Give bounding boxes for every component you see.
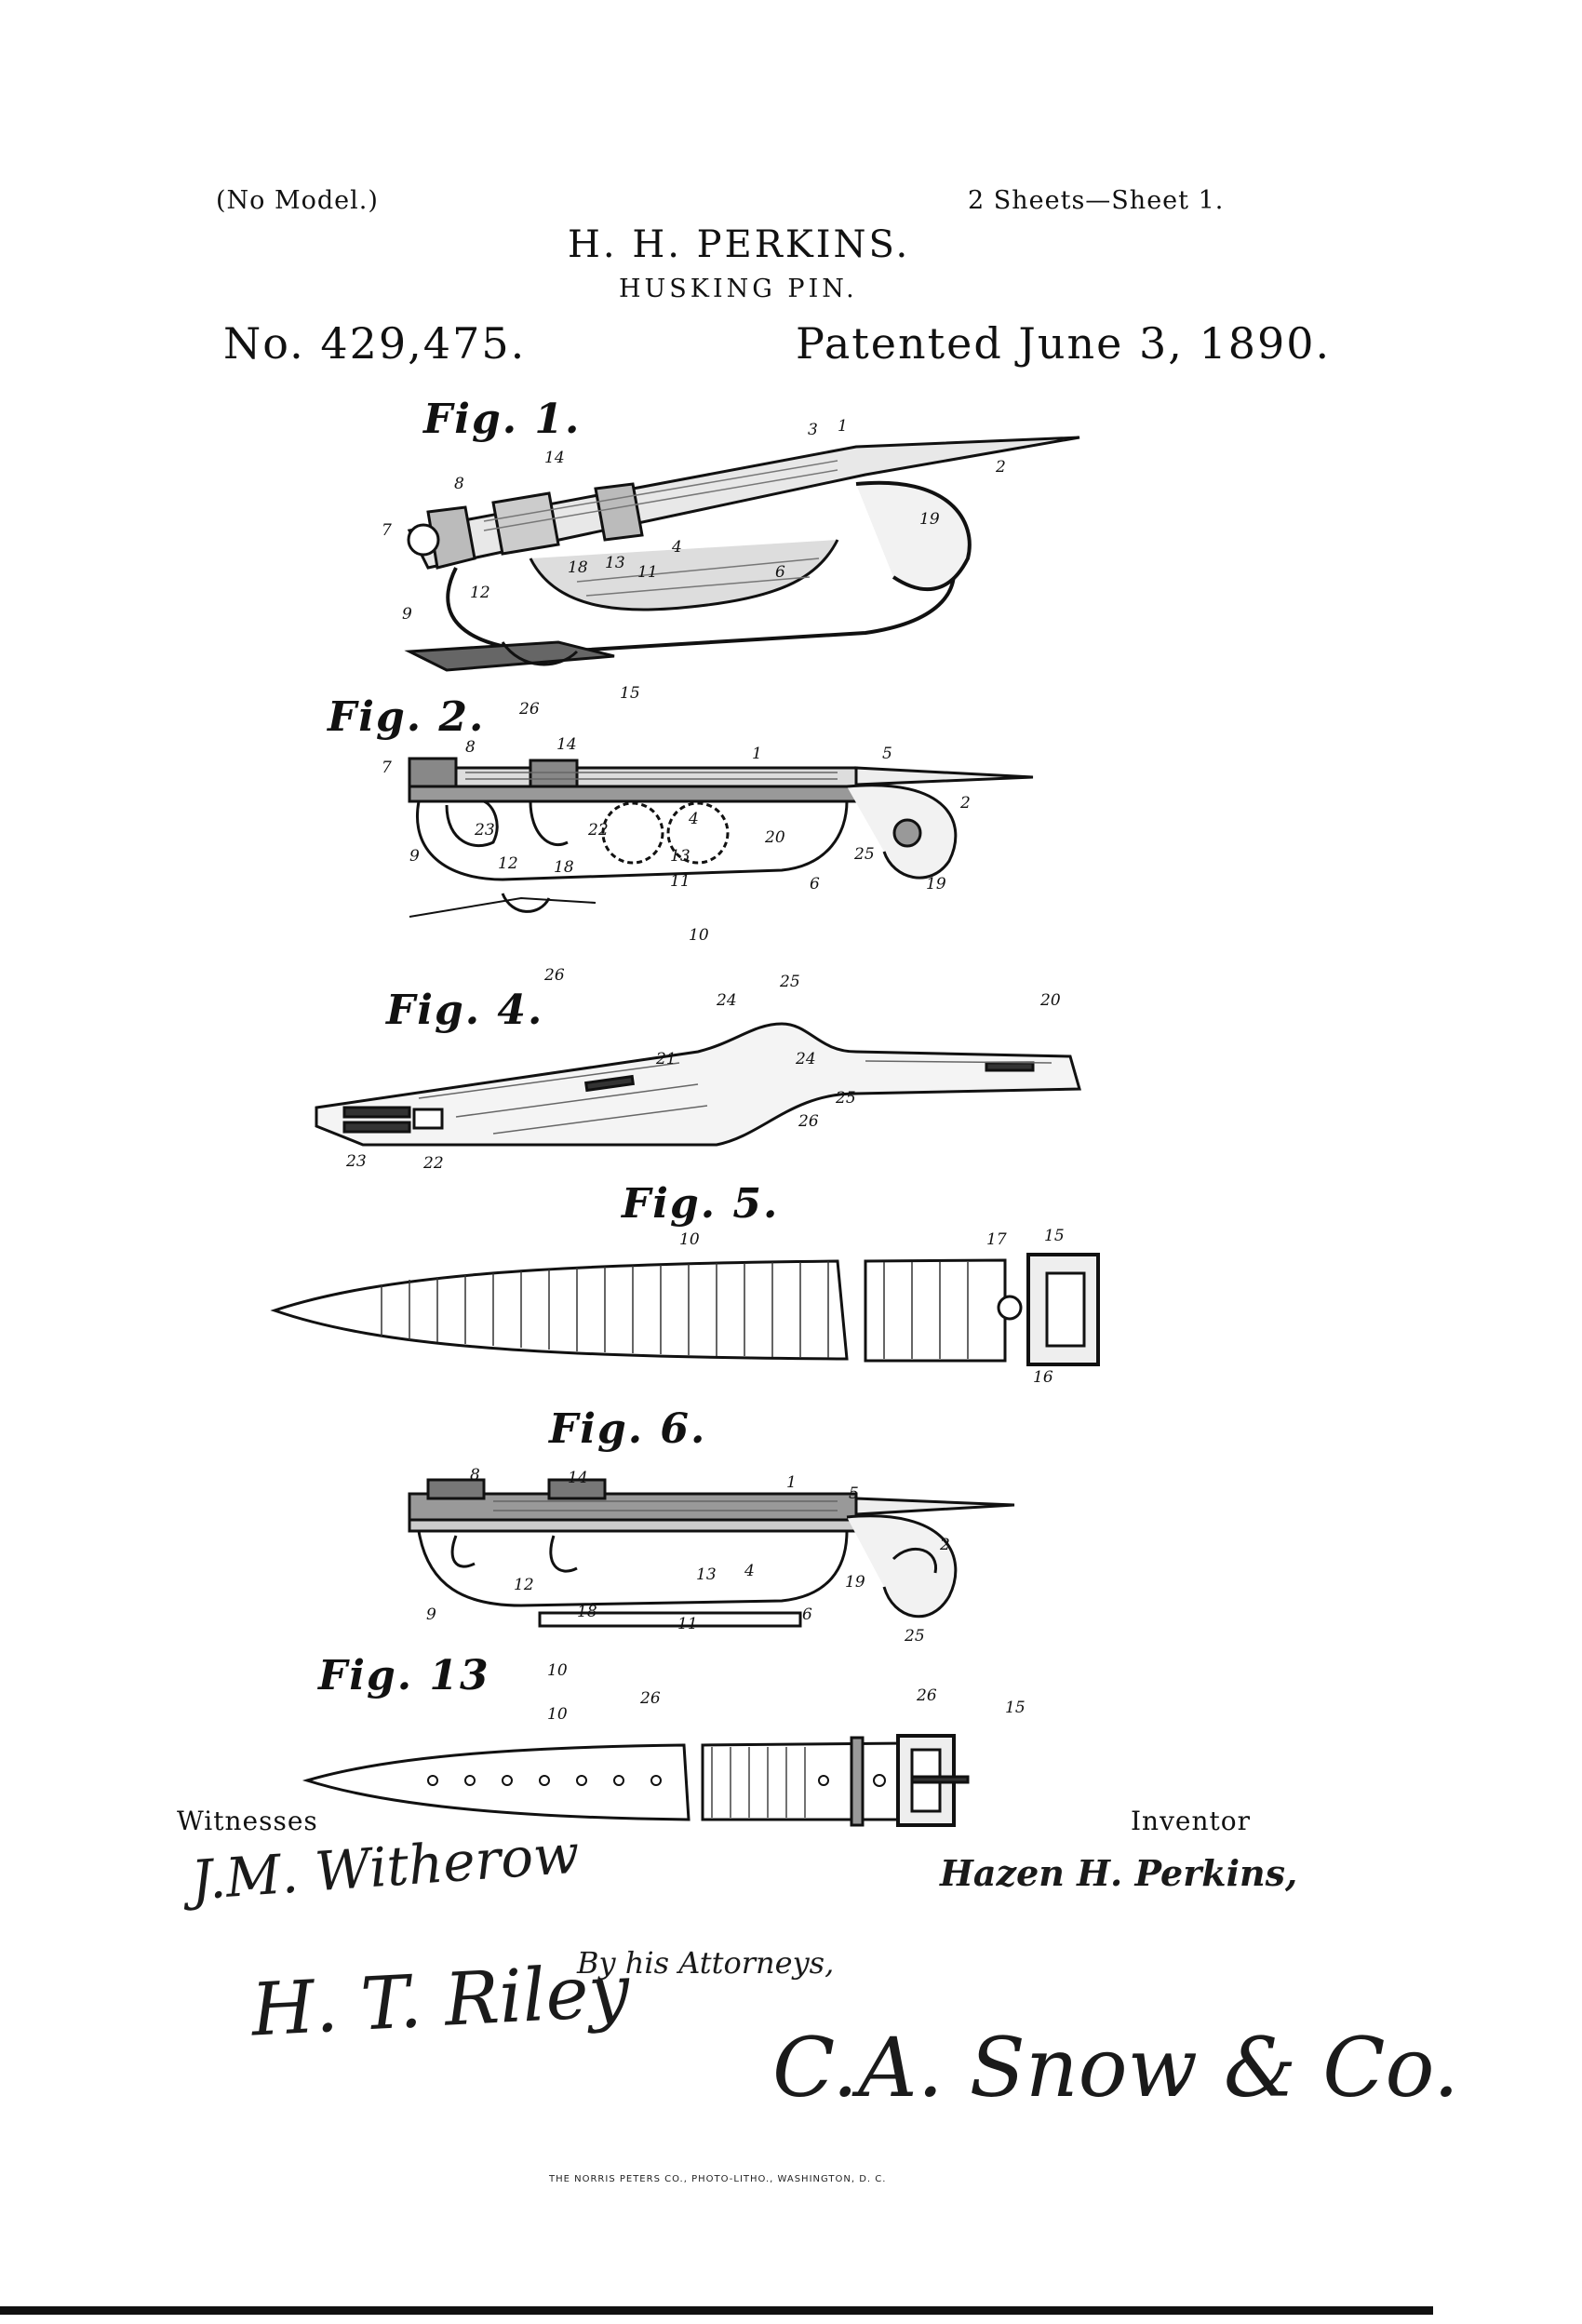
fig2-ref-20: 20 [765, 828, 785, 847]
fig13-ref-10: 10 [547, 1705, 568, 1724]
fig6-ref-19: 19 [845, 1573, 865, 1592]
fig2-ref-18: 18 [554, 858, 574, 877]
fig6-ref-2: 2 [940, 1536, 950, 1554]
fig1-label: Fig. 1. [423, 396, 582, 443]
fig4-ref-24-top: 24 [717, 991, 737, 1010]
fig1-ref-12: 12 [470, 584, 490, 602]
inventor-name-heading: H. H. PERKINS. [568, 223, 911, 266]
fig6-ref-13: 13 [696, 1565, 717, 1584]
fig1-ref-14: 14 [544, 449, 565, 467]
fig5-ref-17: 17 [986, 1230, 1007, 1249]
fig2-ref-19: 19 [926, 875, 946, 893]
fig6-ref-1: 1 [786, 1473, 797, 1492]
fig6-ref-26: 26 [640, 1689, 661, 1708]
fig4-ref-26: 26 [798, 1112, 819, 1131]
fig2-label: Fig. 2. [328, 693, 486, 741]
sheet-note: 2 Sheets—Sheet 1. [968, 186, 1225, 215]
inventor-label: Inventor [1131, 1806, 1252, 1836]
fig6-ref-18: 18 [577, 1603, 597, 1621]
attorney-signature: C.A. Snow & Co. [772, 2020, 1459, 2116]
fig2-ref-13: 13 [670, 847, 690, 866]
witnesses-label: Witnesses [177, 1806, 318, 1836]
fig6-ref-5: 5 [849, 1484, 859, 1503]
fig6-ref-12: 12 [514, 1576, 534, 1594]
fig1-ref-7: 7 [382, 521, 392, 540]
fig6-ref-8: 8 [470, 1466, 480, 1484]
fig13-label: Fig. 13 [318, 1652, 490, 1699]
fig2-ref-7: 7 [382, 759, 392, 777]
fig1-ref-9: 9 [402, 605, 412, 624]
fig6-ref-11: 11 [677, 1615, 698, 1633]
fig2-ref-26: 26 [544, 966, 565, 985]
fig5-ref-15: 15 [1044, 1227, 1065, 1245]
fig2-drawing [408, 757, 1034, 918]
model-note: (No Model.) [216, 186, 379, 215]
fig6-label: Fig. 6. [549, 1405, 707, 1453]
fig4-ref-24-bottom: 24 [796, 1050, 816, 1068]
patent-title: HUSKING PIN. [619, 275, 858, 303]
fig2-ref-4: 4 [689, 810, 699, 828]
fig5-drawing [270, 1253, 1100, 1366]
fig13-ref-26: 26 [917, 1686, 937, 1705]
fig1-ref-15: 15 [620, 684, 640, 703]
fig2-ref-22: 22 [588, 821, 609, 840]
fig2-ref-2: 2 [960, 794, 971, 813]
fig6-drawing [408, 1478, 1015, 1628]
inventor-signature: Hazen H. Perkins, [940, 1852, 1298, 1894]
fig2-ref-14: 14 [556, 735, 577, 754]
fig1-ref-19: 19 [919, 510, 940, 529]
fig1-drawing [404, 436, 1080, 672]
fig1-ref-11: 11 [637, 563, 658, 582]
by-attorneys-label: By his Attorneys, [577, 1945, 835, 1981]
fig4-ref-21: 21 [656, 1050, 677, 1068]
fig1-ref-26: 26 [519, 700, 540, 719]
fig5-ref-10: 10 [679, 1230, 700, 1249]
fig2-ref-1: 1 [752, 745, 762, 763]
fig2-ref-12: 12 [498, 854, 518, 873]
fig1-ref-8: 8 [454, 475, 464, 493]
fig13-ref-15: 15 [1005, 1699, 1026, 1717]
fig6-ref-25: 25 [905, 1627, 925, 1646]
fig13-drawing [302, 1734, 970, 1827]
patent-date: Patented June 3, 1890. [796, 318, 1332, 369]
fig4-ref-22: 22 [423, 1154, 444, 1173]
fig1-ref-18: 18 [568, 558, 588, 577]
fig2-ref-10: 10 [689, 926, 709, 945]
fig2-ref-11: 11 [670, 872, 690, 891]
fig1-ref-4: 4 [672, 538, 682, 557]
fig4-ref-25-top: 25 [780, 973, 800, 991]
fig4-ref-25-bottom: 25 [836, 1089, 856, 1108]
fig6-ref-14: 14 [568, 1469, 588, 1487]
fig2-ref-9: 9 [409, 847, 420, 866]
fig6-ref-6: 6 [802, 1605, 812, 1624]
fig6-ref-9: 9 [426, 1605, 436, 1624]
fig1-ref-3: 3 [808, 421, 818, 439]
fig2-ref-8: 8 [465, 738, 476, 757]
witness-signature-2: H. T. Riley [248, 1949, 632, 2053]
fig5-ref-16: 16 [1033, 1368, 1053, 1387]
fig2-ref-5: 5 [882, 745, 892, 763]
fig1-ref-2: 2 [996, 458, 1006, 477]
fig2-ref-23: 23 [475, 821, 495, 840]
patent-number: No. 429,475. [223, 318, 527, 369]
fig2-ref-6: 6 [810, 875, 820, 893]
printer-credit: THE NORRIS PETERS CO., PHOTO-LITHO., WAS… [549, 2174, 887, 2184]
fig1-ref-1: 1 [838, 417, 848, 436]
fig4-ref-23: 23 [346, 1152, 367, 1171]
bottom-border-line [0, 2306, 1433, 2315]
fig1-ref-13: 13 [605, 554, 625, 572]
fig5-label: Fig. 5. [622, 1180, 780, 1228]
fig6-ref-10: 10 [547, 1661, 568, 1680]
fig4-label: Fig. 4. [386, 987, 544, 1034]
fig4-ref-20: 20 [1040, 991, 1061, 1010]
fig1-ref-6: 6 [775, 563, 785, 582]
fig2-ref-25: 25 [854, 845, 875, 864]
fig4-drawing [315, 1022, 1081, 1147]
fig6-ref-4: 4 [744, 1562, 755, 1580]
